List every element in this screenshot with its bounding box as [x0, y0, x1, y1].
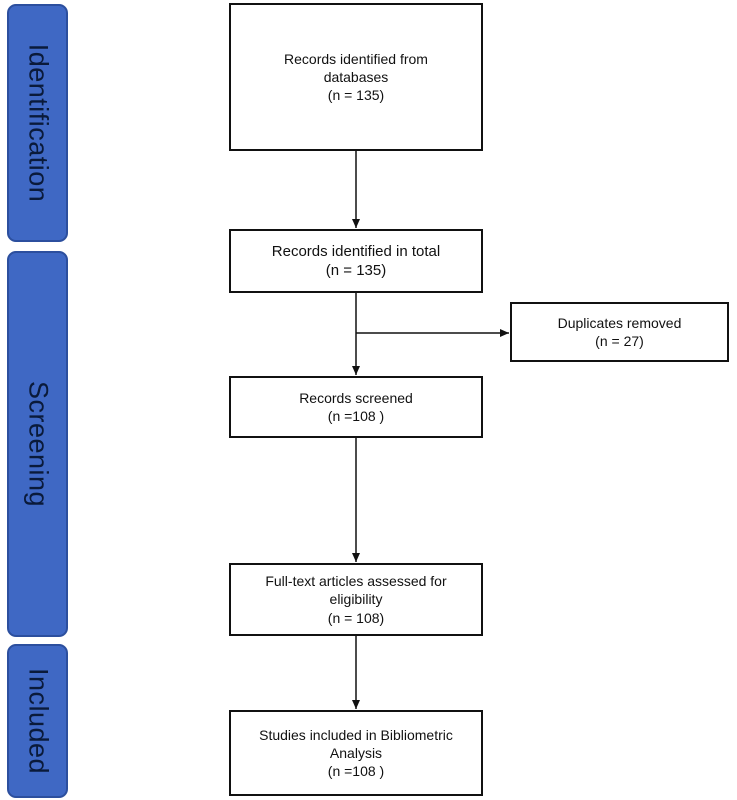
records-screened-box: Records screened (n =108 ) [229, 376, 483, 438]
duplicates-removed-box: Duplicates removed (n = 27) [510, 302, 729, 362]
phase-included: Included [7, 644, 68, 798]
fulltext-assessed-box: Full-text articles assessed for eligibil… [229, 563, 483, 636]
records-total-line1: Records identified in total [271, 242, 441, 260]
records-identified-line1: Records identified from [284, 50, 428, 67]
records-screened-line1: Records screened [299, 389, 413, 406]
studies-included-count: (n =108 ) [327, 763, 385, 780]
duplicates-removed-count: (n = 27) [595, 333, 644, 349]
studies-included-line2: Analysis [329, 744, 383, 761]
studies-included-box: Studies included in Bibliometric Analysi… [229, 710, 483, 796]
records-screened-count: (n =108 ) [327, 408, 385, 424]
studies-included-line1: Studies included in Bibliometric [259, 726, 453, 743]
records-identified-count: (n = 135) [327, 87, 385, 104]
phase-screening: Screening [7, 251, 68, 637]
phase-identification: Identification [7, 4, 68, 242]
fulltext-assessed-count: (n = 108) [327, 609, 385, 626]
records-identified-box: Records identified from databases (n = 1… [229, 3, 483, 151]
records-identified-line2: databases [323, 68, 389, 85]
records-total-count: (n = 135) [325, 262, 387, 279]
fulltext-assessed-line1: Full-text articles assessed for [265, 573, 447, 590]
duplicates-removed-line1: Duplicates removed [557, 314, 682, 331]
records-total-box: Records identified in total (n = 135) [229, 229, 483, 293]
fulltext-assessed-line2: eligibility [329, 591, 383, 608]
